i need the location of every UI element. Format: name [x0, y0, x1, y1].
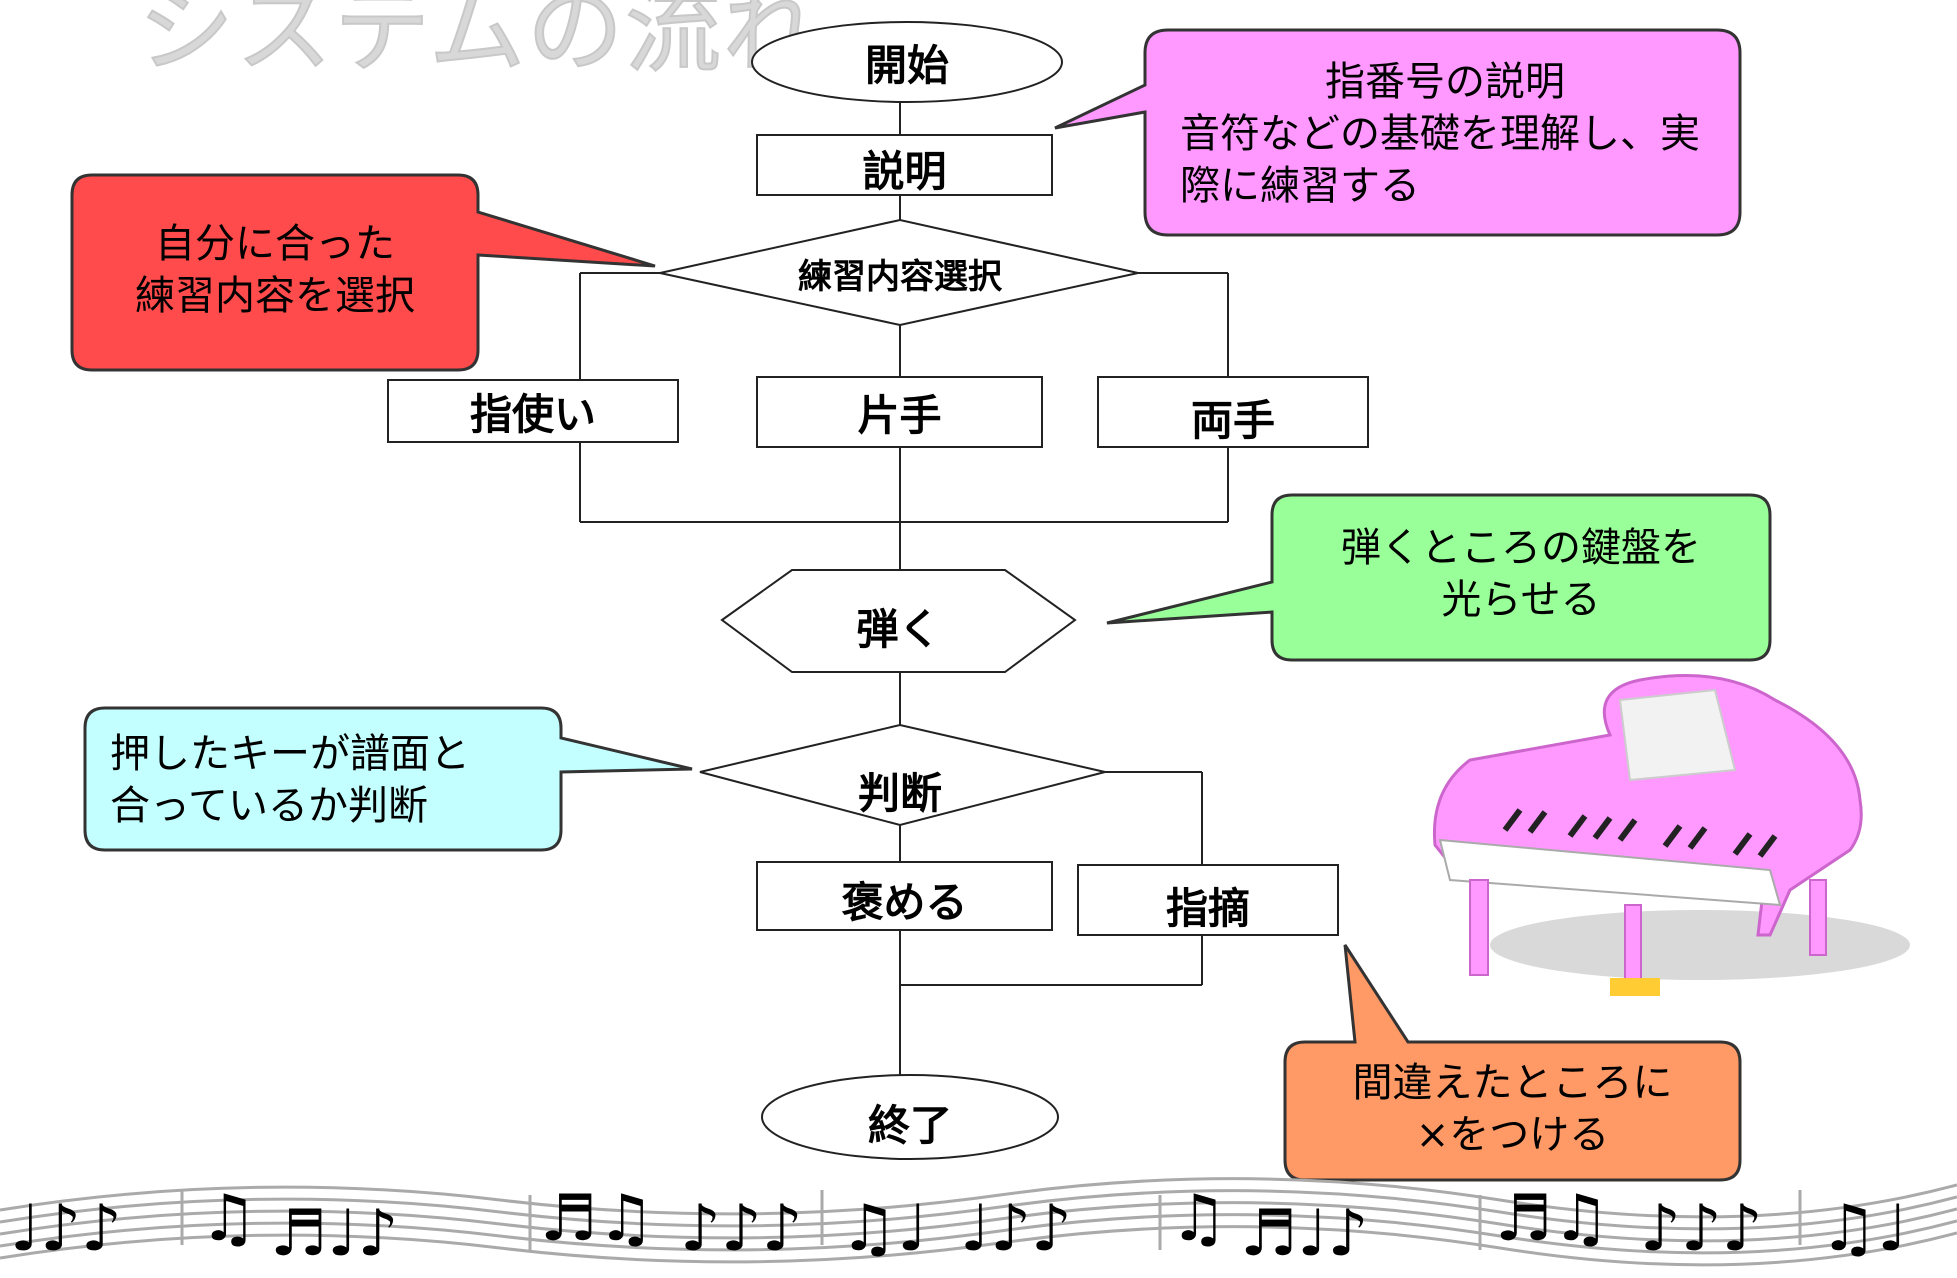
judge-label: 判断 [857, 768, 942, 818]
explain-callout-line-1: 指番号の説明 [1325, 59, 1565, 105]
judge-decision [699, 723, 1106, 827]
judge-callout-line-1: 押したキーが譜面と [110, 731, 470, 777]
play-callout-line-2: 光らせる [1441, 577, 1601, 623]
praise-label: 褒める [841, 877, 968, 927]
select-callout-text: 自分に合った 練習内容を選択 [72, 218, 478, 322]
end-label: 終了 [867, 1100, 952, 1150]
svg-text:♬♫: ♬♫ [1495, 1182, 1610, 1256]
svg-text:♬♩♪: ♬♩♪ [1240, 1197, 1368, 1271]
svg-text:♩♪♪: ♩♪♪ [10, 1192, 122, 1266]
judge-callout-text: 押したキーが譜面と 合っているか判断 [110, 728, 570, 832]
svg-text:♬♩♪: ♬♩♪ [270, 1197, 398, 1271]
point-out-label: 指摘 [1165, 883, 1250, 933]
one-hand-process [756, 376, 1043, 448]
svg-text:♫: ♫ [200, 1182, 257, 1256]
explain-label: 説明 [862, 146, 947, 196]
start-label: 開始 [864, 40, 949, 90]
play-callout-line-1: 弾くところの鍵盤を [1341, 525, 1701, 571]
both-hands-process [1097, 376, 1369, 448]
explain-callout-text: 指番号の説明 音符などの基礎を理解し、実 際に練習する [1180, 56, 1740, 212]
play-preparation [720, 569, 1077, 673]
mistake-callout-bubble [1283, 944, 1742, 1182]
select-decision [659, 218, 1139, 327]
praise-process [756, 861, 1053, 931]
explain-callout-line-2: 音符などの基礎を理解し、実 [1180, 111, 1700, 157]
connector-lines [579, 100, 1229, 1075]
judge-callout-line-2: 合っているか判断 [110, 783, 428, 829]
point-out-process [1077, 864, 1339, 936]
start-terminal [751, 21, 1063, 103]
explain-process [756, 134, 1053, 196]
svg-text:♪♪♪: ♪♪♪ [1640, 1192, 1763, 1266]
explain-callout-bubble [1054, 28, 1742, 237]
mistake-callout-line-1: 間違えたところに [1352, 1060, 1673, 1106]
select-label: 練習内容選択 [798, 256, 1002, 297]
end-terminal [761, 1074, 1059, 1160]
svg-text:♬♫: ♬♫ [540, 1182, 655, 1256]
piano-illustration [1432, 674, 1910, 996]
svg-text:♫♩: ♫♩ [840, 1192, 928, 1266]
explain-callout-line-3: 際に練習する [1180, 163, 1420, 209]
svg-text:♫: ♫ [1170, 1182, 1227, 1256]
mistake-callout-text: 間違えたところに ×をつける [1285, 1057, 1740, 1161]
play-label: 弾く [856, 604, 941, 654]
fingering-label: 指使い [469, 389, 596, 439]
page-title: システムの流れ [137, 0, 822, 87]
both-hands-label: 両手 [1190, 395, 1275, 445]
mistake-callout-line-2: ×をつける [1415, 1112, 1610, 1158]
select-callout-line-1: 自分に合った [155, 221, 395, 267]
svg-text:♫♩: ♫♩ [1820, 1192, 1908, 1266]
one-hand-label: 片手 [857, 390, 942, 440]
select-callout-line-2: 練習内容を選択 [135, 273, 415, 319]
judge-callout-bubble [83, 706, 693, 852]
svg-text:♪♪♪: ♪♪♪ [680, 1192, 803, 1266]
music-staff-border: ♩♪♪ ♫ ♬♩♪ ♬♫ ♪♪♪ ♫♩ ♩♪♪ ♫ ♬♩♪ ♬♫ ♪♪♪ ♫♩ [0, 1177, 1957, 1271]
fingering-process [387, 379, 679, 443]
play-callout-bubble [1106, 493, 1772, 662]
select-callout-bubble [70, 173, 656, 372]
svg-text:♩♪♪: ♩♪♪ [960, 1192, 1072, 1266]
play-callout-text: 弾くところの鍵盤を 光らせる [1272, 522, 1770, 626]
